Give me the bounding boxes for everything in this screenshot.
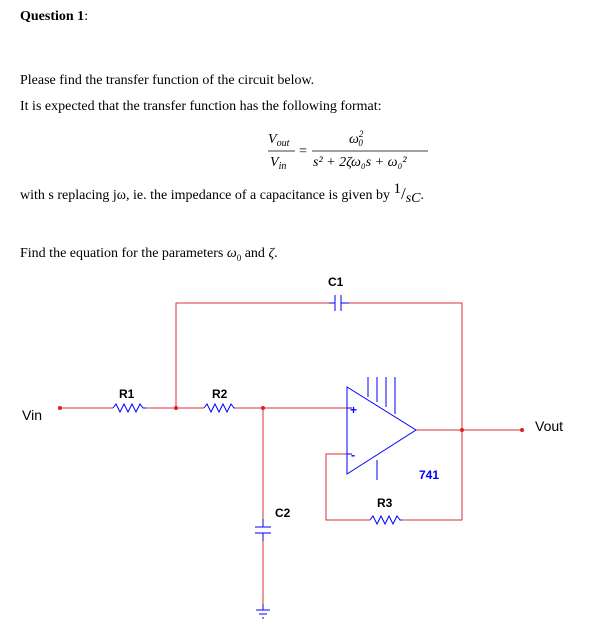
label-minus: - — [351, 448, 355, 462]
instruction-line-3: with s replacing jω, ie. the impedance o… — [20, 181, 424, 206]
node-r1-r2 — [174, 406, 178, 410]
opamp-741 — [346, 377, 417, 480]
eq-vout: Vout — [268, 132, 290, 149]
instruction-line-1: Please find the transfer function of the… — [20, 73, 315, 88]
eq-rhs-denominator: s² + 2ζω₀s + ω₀² — [313, 155, 407, 170]
label-r2: R2 — [212, 387, 228, 401]
node-vout — [520, 428, 524, 432]
node-r2-c2 — [261, 406, 265, 410]
capacitor-c1 — [329, 295, 349, 311]
label-r1: R1 — [119, 387, 135, 401]
label-plus: + — [350, 403, 357, 417]
capacitor-c2 — [255, 519, 271, 541]
circuit-nodes — [58, 406, 524, 432]
label-opamp: 741 — [419, 468, 439, 482]
wire-feedback-right — [349, 302, 463, 430]
wire-feedback-left — [175, 302, 329, 408]
ground-symbol — [256, 604, 270, 619]
label-c1: C1 — [328, 275, 344, 289]
label-vout: Vout — [535, 418, 563, 434]
question-title: Question 1: — [20, 9, 89, 24]
label-vin: Vin — [22, 407, 42, 423]
circuit-components — [112, 295, 417, 619]
wire-minus-r3 — [325, 453, 370, 521]
node-output — [460, 428, 464, 432]
eq-equals: = — [299, 144, 307, 159]
wire-r3-output — [402, 430, 463, 521]
eq-vin: Vin — [270, 155, 286, 172]
circuit-labels: C1 R1 R2 C2 R3 741 Vin Vout + - — [22, 275, 563, 520]
circuit-wires — [60, 302, 522, 604]
label-r3: R3 — [377, 496, 393, 510]
resistor-r1 — [112, 402, 146, 414]
instruction-line-2: It is expected that the transfer functio… — [20, 99, 382, 114]
resistor-r2 — [203, 402, 235, 414]
resistor-r3 — [369, 514, 402, 526]
node-vin — [58, 406, 62, 410]
instruction-line-4: Find the equation for the parameters ω0 … — [20, 246, 278, 263]
label-c2: C2 — [275, 506, 291, 520]
